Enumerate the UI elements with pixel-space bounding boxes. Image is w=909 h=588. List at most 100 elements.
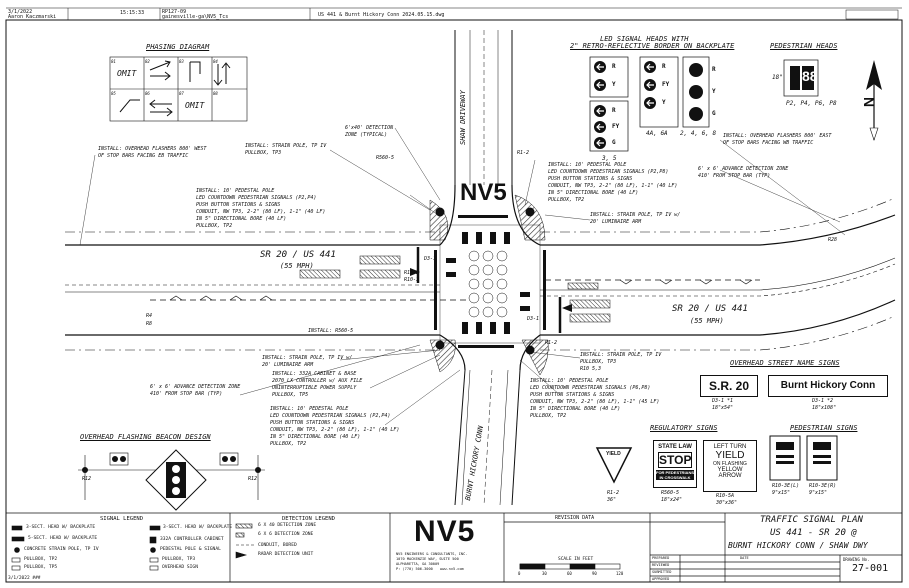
road-label-sr20-east: SR 20 / US 441 bbox=[672, 304, 748, 314]
header-date: 3/1/2022 bbox=[8, 9, 33, 15]
note-r28: R28 bbox=[828, 237, 838, 243]
note-r560: R560-5 bbox=[376, 155, 395, 161]
detection-legend-item: 6 X 40 DETECTION ZONE bbox=[258, 523, 317, 528]
phase-cell-05: 05 bbox=[111, 91, 116, 96]
state-law-text: STATE LAW bbox=[658, 444, 692, 450]
company-web: www.nv5.com bbox=[440, 567, 464, 571]
note-r1-2: R1-2 bbox=[517, 150, 530, 156]
left-turn-yield-sign: LEFT TURN YIELD ON FLASHING YELLOW ARROW bbox=[703, 440, 757, 492]
note-d3-1: D3-1 bbox=[424, 256, 437, 262]
note-ped-pole-ne: INSTALL: 10' PEDESTAL POLE LED COUNTDOWN… bbox=[548, 162, 678, 203]
note-adv-detect-west: 6' x 6' ADVANCE DETECTION ZONE 410' FROM… bbox=[150, 384, 241, 397]
note-ped-pole-sw: INSTALL: 10' PEDESTAL POLE LED COUNTDOWN… bbox=[270, 406, 400, 447]
state-law-sign: STATE LAW STOP FOR PEDESTRIANS IN CROSSW… bbox=[653, 440, 697, 488]
header-path: gainesville-ga\NV5_Tcs bbox=[162, 14, 229, 20]
scale-tick: 30 bbox=[542, 571, 547, 576]
note-strain-pole-nw: INSTALL: STRAIN POLE, TP IV PULLBOX, TP3 bbox=[245, 143, 327, 156]
phase-cell-06: 06 bbox=[145, 91, 150, 96]
phase-cell-04: 04 bbox=[213, 59, 218, 64]
led-heads-title-1: LED SIGNAL HEADS WITH bbox=[600, 35, 689, 43]
pedestrian-signs-title: PEDESTRIAN SIGNS bbox=[790, 424, 858, 432]
detection-legend-item: CONDUIT, BORED bbox=[258, 543, 297, 548]
signal-legend-item: 3-SECT. HEAD W/ BACKPLATE bbox=[163, 525, 233, 530]
note-ped-pole-nw: INSTALL: 10' PEDESTAL POLE LED COUNTDOWN… bbox=[196, 188, 326, 229]
head-letter: R bbox=[612, 107, 616, 114]
phase-cell-03: 03 bbox=[179, 59, 184, 64]
yield-sign-text: YIELD bbox=[606, 451, 621, 457]
head-letter: FY bbox=[612, 123, 620, 130]
phase-cell-02: 02 bbox=[145, 59, 150, 64]
note-r8: R8 bbox=[146, 321, 153, 327]
revision-label: PREPARED bbox=[652, 556, 670, 560]
drawing-no-label: DRAWING No. bbox=[843, 557, 870, 562]
drawing-number: 27-001 bbox=[852, 563, 889, 574]
note-r10-3: R10-3 bbox=[404, 277, 420, 283]
note-ped-pole-se: INSTALL: 10' PEDESTAL POLE LED COUNTDOWN… bbox=[530, 378, 660, 419]
note-adv-detect-east: 6' x 6' ADVANCE DETECTION ZONE 410' FROM… bbox=[698, 166, 789, 179]
left-turn-text: LEFT TURN bbox=[713, 444, 747, 450]
note-strain-pole-se: INSTALL: STRAIN POLE, TP IV PULLBOX, TP3… bbox=[580, 352, 662, 372]
head-letter: Y bbox=[612, 81, 616, 88]
note-r10-2: R10-2 bbox=[404, 270, 420, 276]
phase-omit-1: OMIT bbox=[117, 69, 137, 78]
scale-tick: 0 bbox=[518, 571, 521, 576]
yield-sign-caption: R1-2 36" bbox=[607, 490, 620, 503]
company-address-2: ALPHARETTA, GA 30009 bbox=[396, 562, 440, 566]
left-turn-caption: R10-5A 30"x36" bbox=[716, 493, 738, 506]
street-sign-sr20: S.R. 20 bbox=[700, 375, 758, 397]
sheet-title-1: TRAFFIC SIGNAL PLAN bbox=[760, 515, 863, 525]
beacon-r12-right: R12 bbox=[248, 476, 258, 482]
scale-label: SCALE IN FEET bbox=[558, 557, 594, 562]
ped-heads-title: PEDESTRIAN HEADS bbox=[770, 42, 838, 50]
head-letter: R bbox=[712, 66, 716, 73]
head-letter: G bbox=[712, 110, 716, 117]
head-letter: R bbox=[612, 63, 616, 70]
ped-head-dim: 18" bbox=[772, 74, 783, 81]
note-d3-1b: D3-1 bbox=[527, 316, 540, 322]
yellow-arrow-text: YELLOW ARROW bbox=[717, 467, 743, 479]
street-name-title: OVERHEAD STREET NAME SIGNS bbox=[730, 359, 840, 367]
stop-text: STOP bbox=[658, 452, 692, 468]
head-letter: Y bbox=[712, 88, 716, 95]
revision-label: SUBMITTED bbox=[652, 570, 672, 574]
note-detection-zone: 6'x40' DETECTION ZONE (TYPICAL) bbox=[345, 125, 394, 138]
note-r4: R4 bbox=[146, 313, 153, 319]
revision-date-label: DATE bbox=[740, 556, 749, 560]
on-flashing-text: ON FLASHING bbox=[713, 461, 747, 467]
street-sign-burnt-caption: D3-1 *2 18"x108" bbox=[812, 398, 837, 411]
header-job: RP127-09 bbox=[162, 9, 187, 15]
phase-cell-07: 07 bbox=[179, 91, 184, 96]
signal-legend-item: 3-SECT. HEAD W/ BACKPLATE bbox=[26, 525, 96, 530]
signal-legend-item: 5-SECT. HEAD W/ BACKPLATE bbox=[28, 536, 98, 541]
ped-sign-caption-right: R10-3E(R) 9"x15" bbox=[809, 483, 837, 496]
phasing-title: PHASING DIAGRAM bbox=[146, 43, 210, 51]
beacon-title: OVERHEAD FLASHING BEACON DESIGN bbox=[80, 433, 211, 441]
sheet-title-3: BURNT HICKORY CONN / SHAW DWY bbox=[728, 541, 868, 550]
revision-label: REVIEWED bbox=[652, 563, 670, 567]
led-heads-title-2: 2" RETRO-REFLECTIVE BORDER ON BACKPLATE bbox=[570, 42, 735, 50]
signal-legend-item: PEDESTAL POLE & SIGNAL bbox=[160, 547, 221, 552]
detection-legend-item: 6 X 6 DETECTION ZONE bbox=[258, 532, 314, 537]
header-file: US 441 & Burnt Hickory Conn 2024.05.15.d… bbox=[318, 12, 445, 18]
revision-label: APPROVED bbox=[652, 577, 670, 581]
north-label: N bbox=[861, 96, 878, 108]
signal-legend-item: 332A CONTROLLER CABINET bbox=[160, 537, 224, 542]
ped-head-label: P2, P4, P6, P8 bbox=[786, 100, 837, 107]
note-strain-pole-sw: INSTALL: STRAIN POLE, TP IV w/ 20' LUMIN… bbox=[262, 355, 353, 368]
phase-omit-2: OMIT bbox=[185, 101, 205, 110]
street-sign-burnt: Burnt Hickory Conn bbox=[768, 375, 888, 397]
company-name: NV5 ENGINEERS & CONSULTANTS, INC. bbox=[396, 552, 468, 556]
signal-legend-item: PULLBOX, TP3 bbox=[162, 557, 196, 562]
head-label-a: 3, 5 bbox=[602, 155, 617, 162]
road-label-sr20-west: SR 20 / US 441 bbox=[260, 250, 336, 260]
scale-tick: 120 bbox=[616, 571, 624, 576]
detection-legend-title: DETECTION LEGEND bbox=[282, 516, 335, 522]
sheet-title-2: US 441 - SR 20 @ bbox=[770, 528, 857, 538]
signal-legend-item: PULLBOX, TP2 bbox=[24, 557, 58, 562]
scale-tick: 90 bbox=[592, 571, 597, 576]
scale-tick: 60 bbox=[567, 571, 572, 576]
head-letter: R bbox=[662, 63, 666, 70]
regulatory-title: REGULATORY SIGNS bbox=[650, 424, 718, 432]
signal-legend-item: OVERHEAD SIGN bbox=[162, 565, 198, 570]
